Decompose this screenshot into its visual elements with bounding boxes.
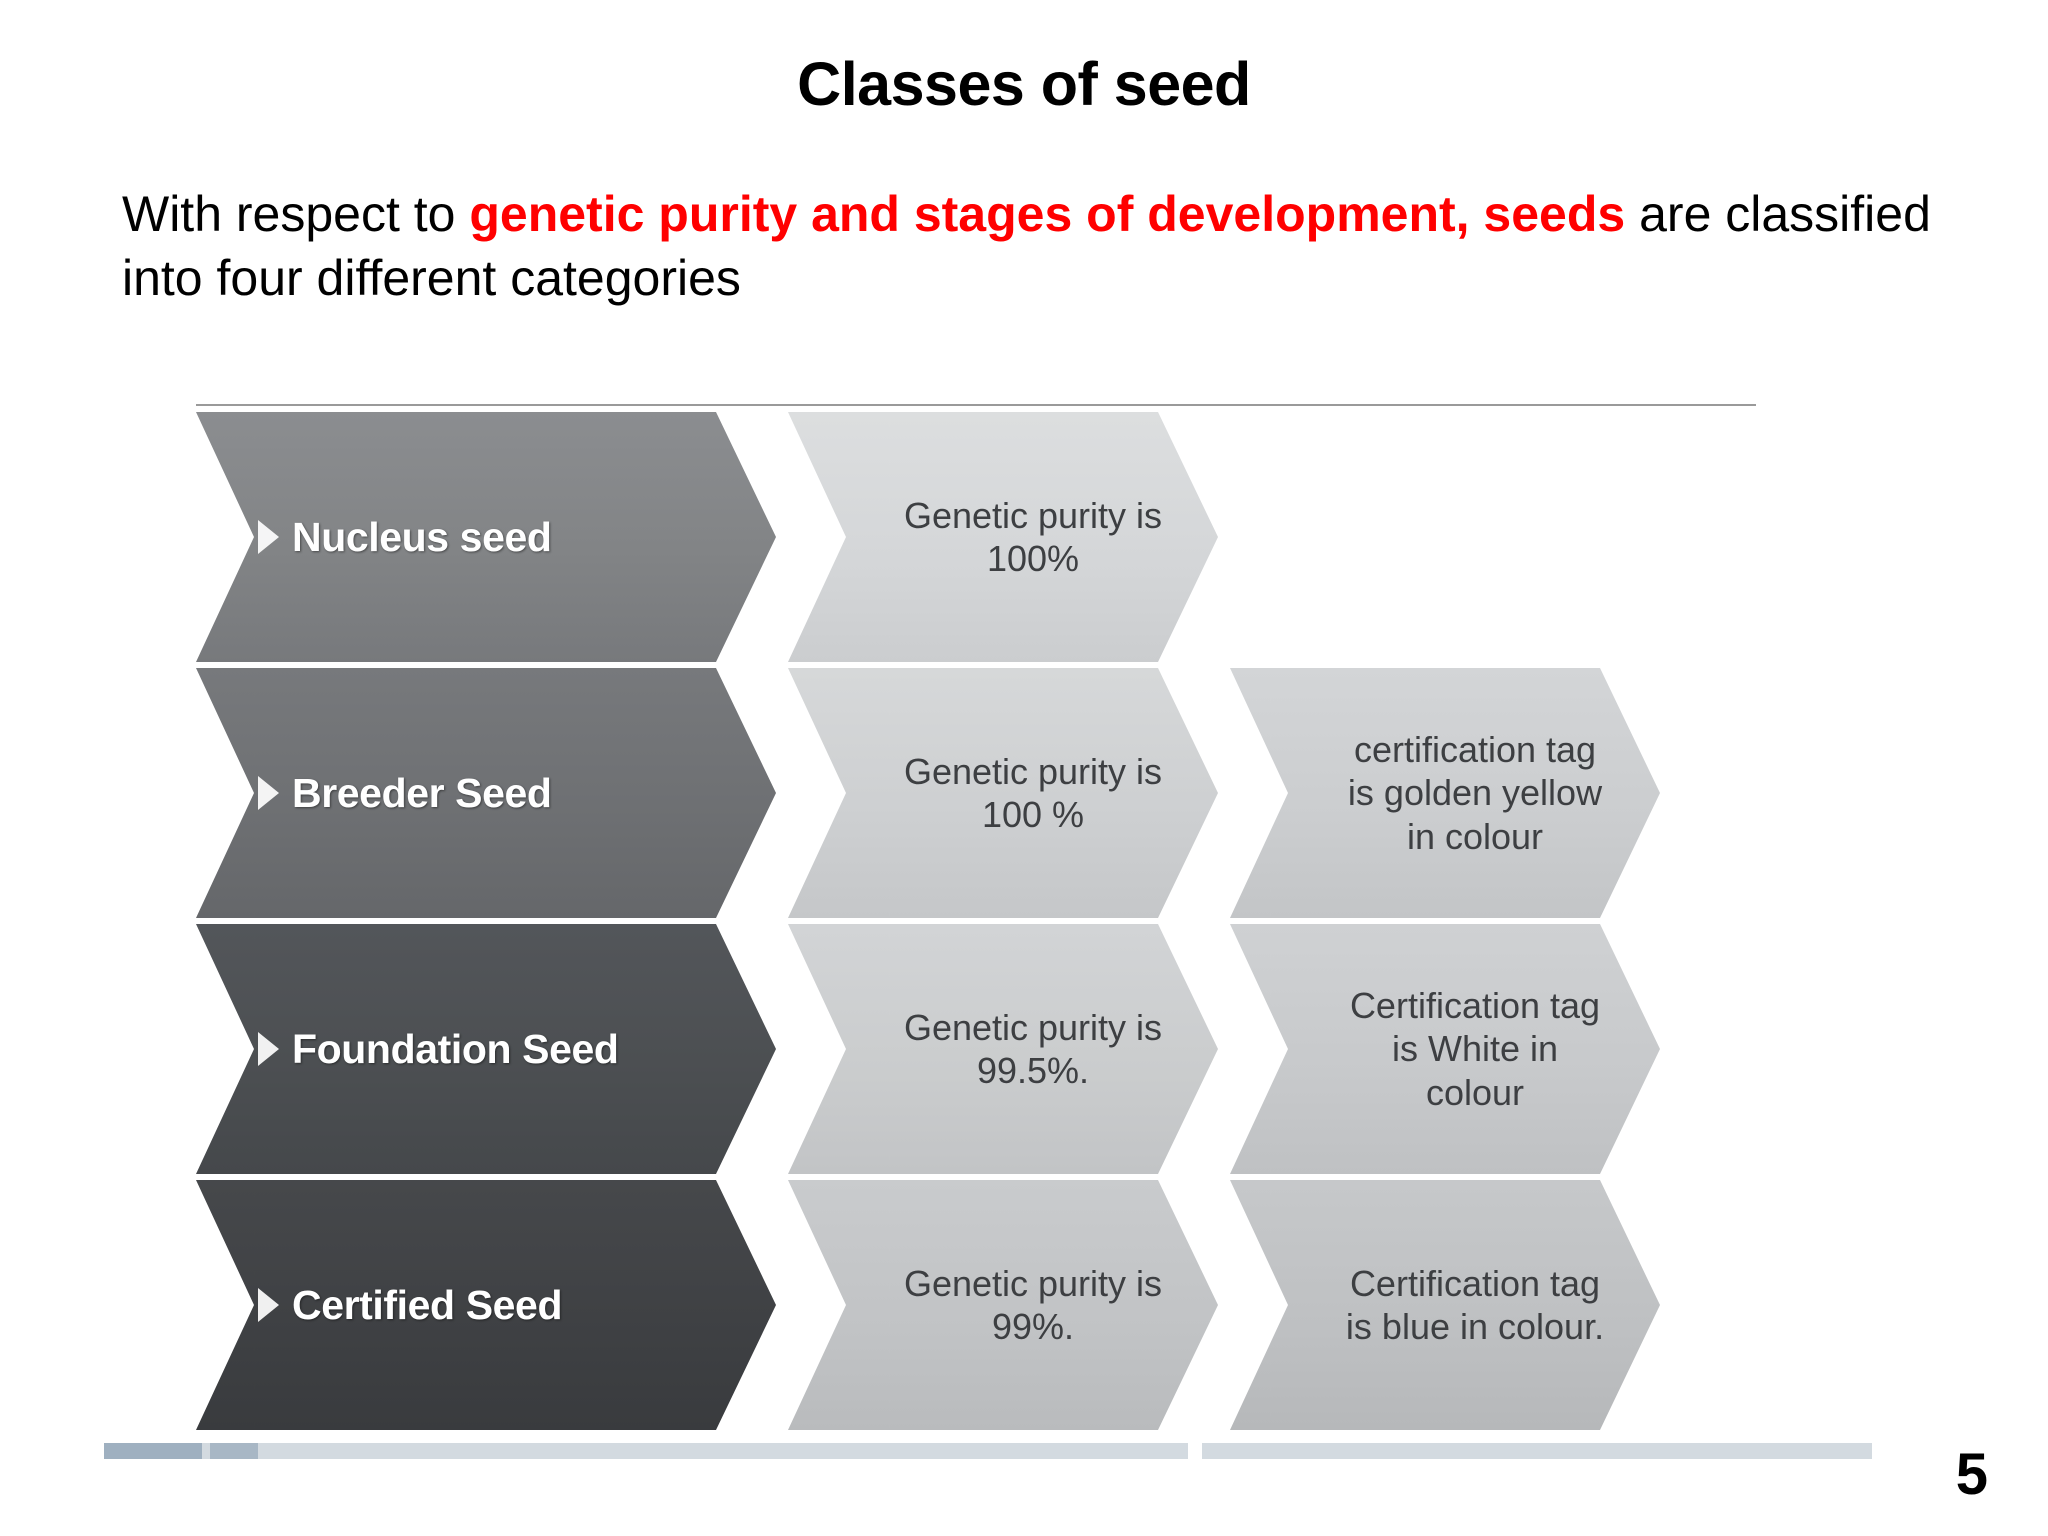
- seed-class-chevron[interactable]: Nucleus seed: [196, 412, 776, 662]
- page-title: Classes of seed: [797, 50, 1251, 118]
- chevron-arrow-icon: [258, 776, 279, 810]
- seed-class-label: Breeder Seed: [292, 769, 552, 816]
- seed-class-label: Certified Seed: [292, 1281, 563, 1328]
- seed-class-label: Foundation Seed: [292, 1025, 619, 1072]
- intro-paragraph: With respect to genetic purity and stage…: [122, 182, 1952, 310]
- seed-class-chevron[interactable]: Certified Seed: [196, 1180, 776, 1430]
- intro-tail-text: are classified into four different categ…: [122, 186, 1931, 306]
- chevron-arrow-icon: [258, 1288, 279, 1322]
- intro-lead-text: With respect to: [122, 186, 470, 242]
- diagram-top-divider: [196, 404, 1756, 406]
- footer-bar-segment: [210, 1443, 258, 1459]
- footer-bar-gap: [1188, 1443, 1202, 1459]
- seed-class-label: Nucleus seed: [292, 513, 552, 560]
- seed-class-chevron[interactable]: Breeder Seed: [196, 668, 776, 918]
- chevron-arrow-icon: [258, 520, 279, 554]
- page-number: 5: [1955, 1442, 1988, 1507]
- intro-highlight-text: genetic purity and stages of development…: [469, 186, 1626, 242]
- chevron-arrow-icon: [258, 1032, 279, 1066]
- seed-class-chevron[interactable]: Foundation Seed: [196, 924, 776, 1174]
- footer-decoration-bar: [104, 1443, 1872, 1459]
- footer-bar-segment: [104, 1443, 202, 1459]
